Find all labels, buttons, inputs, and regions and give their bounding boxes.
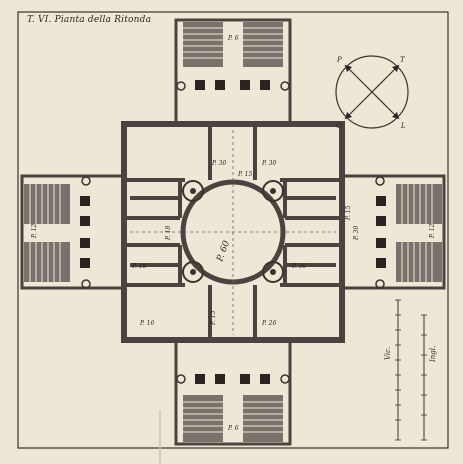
label-north-room-right: P. 30 [261,160,276,167]
compass-letter-p: P [336,56,342,64]
label-portico-south: P. 6 [227,425,239,432]
portico-columns [81,81,385,384]
label-east-room-top: P. 30 [353,226,360,241]
label-corridor-west: P. 15 [210,311,217,326]
label-west-room-bottom: P. 18 [165,226,172,241]
label-portico-north: P. 6 [227,35,239,42]
label-west-room-top: P. 18 [131,263,146,270]
label-corridor-north: P. 15 [237,171,252,178]
label-north-room-left: P. 30 [211,160,226,167]
label-east-room-bottom: P. 30 [291,263,306,270]
portico-east [340,174,446,290]
label-corridor-east: P. 15 [345,206,352,221]
label-portico-east: P. 12 [429,224,436,239]
compass-rose: T P L O [335,55,409,130]
portico-north [174,18,292,126]
scale-bars: Vic. Ingl. [384,299,437,441]
label-south-room-left: P. 16 [139,320,154,327]
scale-label-vicentine: Vic. [384,347,392,360]
label-south-room-right: P. 26 [261,320,276,327]
compass-letter-o: O [336,122,342,130]
spiral-stair-ne [262,180,284,202]
plate-title: T. VI. Pianta della Ritonda [27,15,152,25]
spiral-stair-sw [182,261,204,283]
axis-lines [130,130,336,335]
label-portico-west: P. 12 [31,224,38,239]
spiral-stair-nw [182,180,204,202]
compass-letter-t: T [400,56,406,64]
compass-letter-l: L [400,122,406,130]
spiral-stair-se [262,261,284,283]
internal-walls [124,124,342,340]
portico-south [174,338,292,446]
plate-border [17,11,449,449]
scale-label-inglesi: Ingl. [429,346,437,363]
portico-west [20,174,126,290]
